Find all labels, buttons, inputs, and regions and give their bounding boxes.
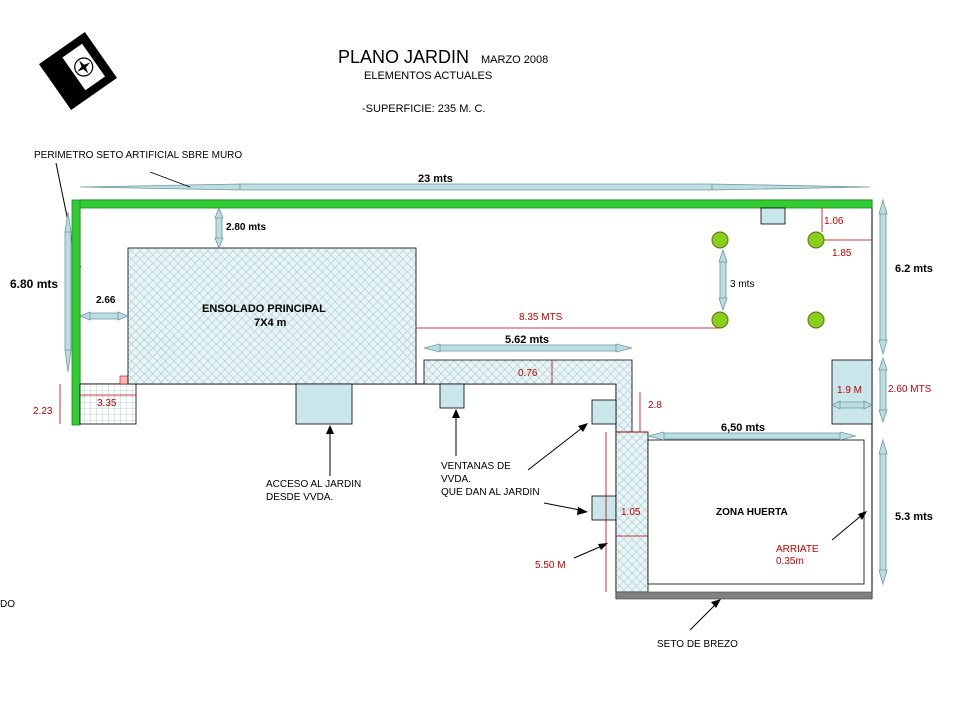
- tree-to-wall-label: 1.85: [832, 248, 852, 259]
- heather-hedge: [615, 591, 873, 600]
- corner-height-label: 2.23: [33, 406, 53, 417]
- side-length-label: 5.50 M: [535, 560, 566, 571]
- total-width-label: 23 mts: [418, 173, 453, 185]
- trees-gap-arrow: [718, 248, 728, 312]
- left-hedge: [71, 199, 81, 426]
- strip-drop-label: 2.8: [648, 400, 662, 411]
- left-gap-label: 2.66: [96, 295, 116, 306]
- windows-pointer-1-head: [452, 409, 460, 418]
- total-width-arrow: [79, 183, 871, 191]
- main-patio: [127, 247, 417, 385]
- left-gap-arrow: [78, 311, 130, 321]
- flowerbed-label-line1: ARRIATE: [776, 544, 819, 555]
- garden-access-box: [295, 383, 353, 425]
- corner-width-label: 3.35: [97, 398, 117, 409]
- patio-size-label: 7X4 m: [254, 317, 287, 329]
- right-side-box: [831, 359, 873, 425]
- box-width-arrow: [831, 400, 873, 410]
- strip-width-label: 5.62 mts: [505, 334, 549, 346]
- box-width-label: 1.9 M: [837, 385, 862, 396]
- window-box-2: [591, 399, 617, 425]
- strip-height-label: 0.76: [518, 368, 538, 379]
- right-middle-label: 2.60 MTS: [888, 384, 932, 395]
- side-length-pointer-head: [598, 543, 608, 550]
- cut-off-label: DO: [0, 599, 15, 610]
- corner-marker: [119, 375, 129, 385]
- garden-width-arrow: [647, 431, 857, 441]
- side-path-width-label: 1.05: [621, 507, 641, 518]
- window-box-1: [439, 383, 465, 409]
- top-right-gap-label: 1.06: [824, 216, 844, 227]
- plan-area: -SUPERFICIE: 235 M. C.: [362, 103, 485, 115]
- tree-2: [807, 231, 825, 249]
- strip-width-arrow: [423, 343, 633, 353]
- left-height-arrow: [64, 211, 72, 373]
- total-width-leader: [149, 171, 191, 188]
- access-label-line2: DESDE VVDA.: [266, 492, 333, 503]
- access-label-line1: ACCESO AL JARDIN: [266, 479, 361, 490]
- heather-hedge-label: SETO DE BREZO: [657, 639, 738, 650]
- flowerbed-pointer: [831, 514, 863, 541]
- patio-name-label: ENSOLADO PRINCIPAL: [202, 303, 326, 315]
- windows-label-line1: VENTANAS DE: [441, 461, 511, 472]
- tree-1: [711, 231, 729, 249]
- heather-pointer-head: [711, 599, 721, 608]
- top-gap-label: 2.80 mts: [226, 222, 266, 233]
- tree-4: [807, 311, 825, 329]
- windows-label-line2: VVDA.: [441, 474, 471, 485]
- right-lower-label: 5.3 mts: [895, 511, 933, 523]
- top-hedge: [79, 199, 873, 209]
- plan-date: MARZO 2008: [481, 54, 548, 66]
- plan-subtitle: ELEMENTOS ACTUALES: [364, 70, 492, 82]
- windows-pointer-2-head: [578, 423, 588, 432]
- right-upper-label: 6.2 mts: [895, 263, 933, 275]
- side-length-pointer: [573, 545, 603, 559]
- heather-pointer: [689, 603, 717, 631]
- compass-north-label: N: [68, 71, 76, 80]
- top-right-box: [760, 207, 786, 225]
- windows-pointer-3-head: [577, 507, 588, 515]
- compass-icon: [39, 32, 117, 110]
- window-box-3: [591, 495, 617, 521]
- access-pointer-head: [326, 425, 334, 434]
- patio-to-tree-label: 8.35 MTS: [519, 312, 563, 323]
- tree-3: [711, 311, 729, 329]
- trees-gap-label: 3 mts: [730, 279, 754, 290]
- windows-pointer-2: [527, 427, 583, 471]
- vegetable-garden: [647, 439, 865, 585]
- garden-width-label: 6,50 mts: [721, 422, 765, 434]
- windows-label-line3: QUE DAN AL JARDIN: [441, 487, 540, 498]
- right-upper-arrow: [878, 198, 888, 356]
- corner-tile-area: [79, 383, 137, 425]
- left-height-label: 6.80 mts: [10, 277, 58, 291]
- right-middle-arrow: [878, 356, 888, 424]
- vegetable-garden-label: ZONA HUERTA: [716, 507, 788, 518]
- windows-pointer-3: [543, 502, 581, 511]
- top-gap-arrow: [214, 206, 224, 250]
- flowerbed-pointer-head: [858, 511, 867, 520]
- plan-title: PLANO JARDIN: [338, 47, 469, 67]
- flowerbed-label-line2: 0.35m: [776, 556, 804, 567]
- side-path: [615, 431, 649, 593]
- right-lower-arrow: [878, 438, 888, 586]
- hedge-perimeter-label: PERIMETRO SETO ARTIFICIAL SBRE MURO: [34, 150, 242, 161]
